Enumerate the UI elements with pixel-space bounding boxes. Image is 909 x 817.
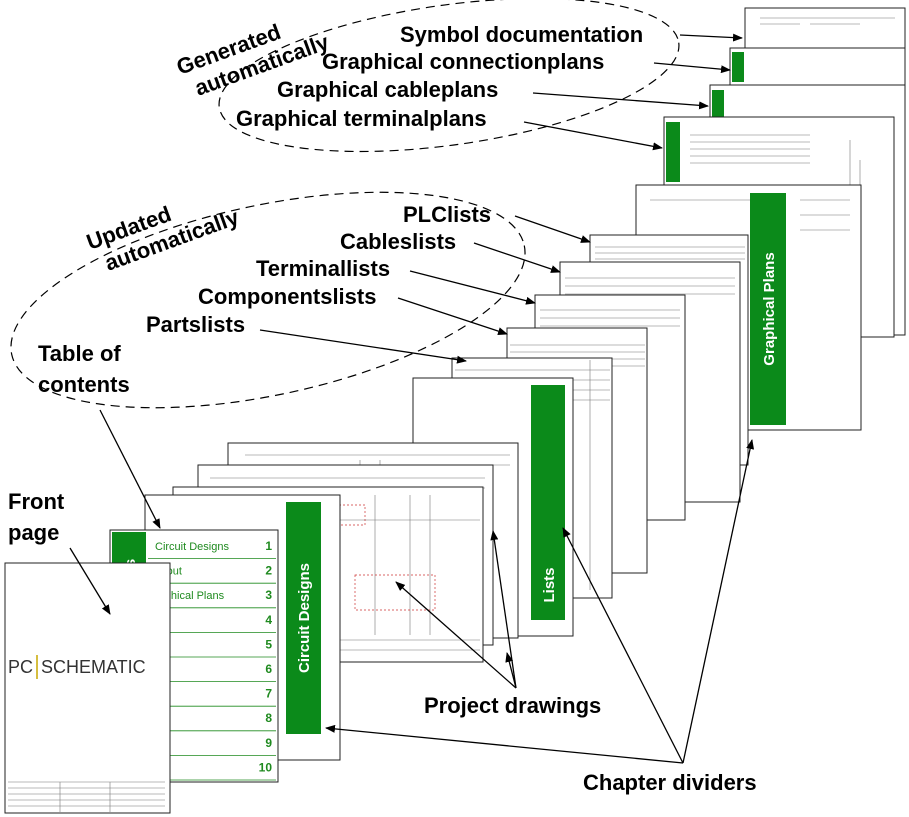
toc-item-label: raphical Plans xyxy=(155,590,225,602)
label-symbol-documentation: Symbol documentation xyxy=(400,22,643,47)
toc-item-number: 7 xyxy=(265,687,272,701)
label-partslists: Partslists xyxy=(146,312,245,337)
toc-item-number: 1 xyxy=(265,539,272,553)
toc-item-number: 4 xyxy=(265,613,272,627)
label-graphical-connectionplans: Graphical connectionplans xyxy=(322,49,604,74)
toc-item-number: 8 xyxy=(265,711,272,725)
label-plclists: PLClists xyxy=(403,202,491,227)
pc-schematic-logo-right: SCHEMATIC xyxy=(41,657,146,677)
circuit-designs-tab-label: Circuit Designs xyxy=(296,563,313,673)
toc-item-label: Circuit Designs xyxy=(155,541,229,553)
toc-item-number: 6 xyxy=(265,662,272,676)
label-project-drawings: Project drawings xyxy=(424,693,601,718)
toc-item-number: 10 xyxy=(259,760,273,774)
updated-automatically-ellipse xyxy=(10,191,526,409)
circuit-designs-tab xyxy=(286,502,321,734)
graphical-plans-tab xyxy=(750,193,786,425)
generated-automatically-ellipse xyxy=(218,0,680,153)
label-front-page-line1: Front xyxy=(8,489,65,514)
label-componentslists: Componentslists xyxy=(198,284,376,309)
pc-schematic-logo-left: PC xyxy=(8,657,33,677)
graphical-plans-tab-label: Graphical Plans xyxy=(761,252,778,365)
label-graphical-cableplans: Graphical cableplans xyxy=(277,77,498,102)
toc-item-number: 3 xyxy=(265,588,272,602)
label-front-page-line2: page xyxy=(8,520,59,545)
label-terminallists: Terminallists xyxy=(256,256,390,281)
updated-automatically-label: Updated automatically xyxy=(83,201,243,276)
toc-item-number: 9 xyxy=(265,736,272,750)
label-table-of-contents-line2: contents xyxy=(38,372,130,397)
lists-tab xyxy=(531,385,565,620)
label-graphical-terminalplans: Graphical terminalplans xyxy=(236,106,487,131)
front-page-sheet: PC SCHEMATIC xyxy=(4,562,171,814)
lists-tab-label: Lists xyxy=(541,567,558,602)
label-chapter-dividers: Chapter dividers xyxy=(583,770,757,795)
toc-item-number: 2 xyxy=(265,564,272,578)
toc-item-number: 5 xyxy=(265,637,272,651)
label-table-of-contents-line1: Table of xyxy=(38,341,121,366)
label-cableslists: Cableslists xyxy=(340,229,456,254)
arrows xyxy=(69,33,755,764)
